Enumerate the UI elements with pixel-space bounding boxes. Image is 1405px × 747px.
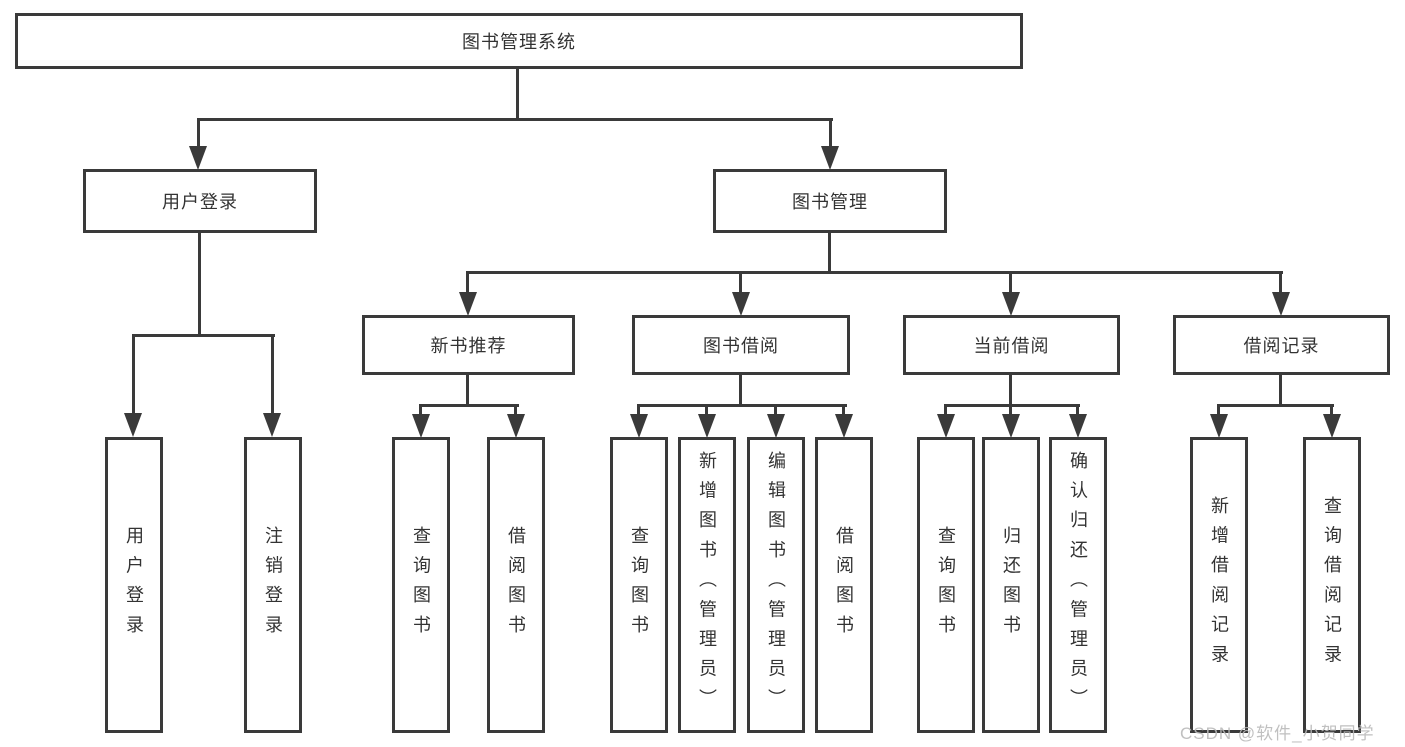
arrowhead-down-icon bbox=[189, 146, 207, 170]
connector-line bbox=[1217, 404, 1334, 407]
arrowhead-down-icon bbox=[821, 146, 839, 170]
node-book-borrowing: 图书借阅 bbox=[632, 315, 850, 375]
connector-line bbox=[1279, 273, 1282, 293]
node-label: 注销登录 bbox=[263, 525, 283, 645]
node-label: 用户登录 bbox=[124, 525, 144, 645]
node-library-system: 图书管理系统 bbox=[15, 13, 1023, 69]
arrowhead-down-icon bbox=[1210, 414, 1228, 438]
connector-line bbox=[1009, 375, 1012, 406]
connector-line bbox=[419, 404, 519, 407]
connector-line bbox=[1009, 406, 1012, 415]
node-label: 查询图书 bbox=[936, 525, 956, 645]
connector-line bbox=[842, 406, 845, 415]
connector-line bbox=[516, 69, 519, 120]
connector-line bbox=[1217, 406, 1220, 415]
connector-line bbox=[705, 406, 708, 415]
arrowhead-down-icon bbox=[1323, 414, 1341, 438]
leaf-add-borrow-record: 新增借阅记录 bbox=[1190, 437, 1248, 733]
node-label: 图书管理 bbox=[792, 192, 868, 212]
arrowhead-down-icon bbox=[767, 414, 785, 438]
node-new-book-recommend: 新书推荐 bbox=[362, 315, 575, 375]
connector-line bbox=[132, 336, 135, 414]
leaf-logout: 注销登录 bbox=[244, 437, 302, 733]
node-label: 借阅记录 bbox=[1243, 336, 1320, 356]
connector-line bbox=[1279, 375, 1282, 406]
node-label: 新增借阅记录 bbox=[1209, 495, 1229, 675]
connector-line bbox=[774, 406, 777, 415]
connector-line bbox=[637, 406, 640, 415]
connector-line bbox=[466, 273, 469, 293]
connector-line bbox=[198, 233, 201, 336]
leaf-search-books: 查询图书 bbox=[392, 437, 450, 733]
node-label: 借阅图书 bbox=[834, 525, 854, 645]
node-book-management: 图书管理 bbox=[713, 169, 947, 233]
connector-line bbox=[829, 120, 832, 147]
leaf-add-books-admin: 新增图书（管理员） bbox=[678, 437, 736, 733]
node-label: 查询图书 bbox=[629, 525, 649, 645]
connector-line bbox=[466, 271, 1283, 274]
node-label: 查询图书 bbox=[411, 525, 431, 645]
arrowhead-down-icon bbox=[937, 414, 955, 438]
arrowhead-down-icon bbox=[732, 292, 750, 316]
node-label: 新增图书（管理员） bbox=[697, 451, 717, 719]
arrowhead-down-icon bbox=[507, 414, 525, 438]
leaf-edit-books-admin: 编辑图书（管理员） bbox=[747, 437, 805, 733]
connector-line bbox=[739, 375, 742, 406]
connector-line bbox=[419, 406, 422, 415]
connector-line bbox=[944, 404, 1080, 407]
node-borrow-records: 借阅记录 bbox=[1173, 315, 1390, 375]
node-label: 图书管理系统 bbox=[462, 32, 576, 52]
node-label: 归还图书 bbox=[1001, 525, 1021, 645]
arrowhead-down-icon bbox=[835, 414, 853, 438]
leaf-borrow-books: 借阅图书 bbox=[815, 437, 873, 733]
arrowhead-down-icon bbox=[1069, 414, 1087, 438]
node-label: 确认归还（管理员） bbox=[1068, 451, 1088, 719]
node-label: 查询借阅记录 bbox=[1322, 495, 1342, 675]
node-label: 当前借阅 bbox=[973, 336, 1050, 356]
connector-line bbox=[271, 336, 274, 414]
leaf-search-books: 查询图书 bbox=[917, 437, 975, 733]
connector-line bbox=[1076, 406, 1079, 415]
arrowhead-down-icon bbox=[1002, 292, 1020, 316]
connector-line bbox=[1009, 273, 1012, 293]
arrowhead-down-icon bbox=[263, 413, 281, 437]
connector-line bbox=[197, 118, 833, 121]
arrowhead-down-icon bbox=[412, 414, 430, 438]
arrowhead-down-icon bbox=[630, 414, 648, 438]
node-label: 用户登录 bbox=[162, 192, 238, 212]
connector-line bbox=[828, 233, 831, 273]
leaf-search-books: 查询图书 bbox=[610, 437, 668, 733]
csdn-watermark: CSDN @软件_小贺同学 bbox=[1180, 724, 1375, 743]
connector-line bbox=[944, 406, 947, 415]
connector-line bbox=[1330, 406, 1333, 415]
node-label: 编辑图书（管理员） bbox=[766, 451, 786, 719]
leaf-user-login: 用户登录 bbox=[105, 437, 163, 733]
node-current-borrowing: 当前借阅 bbox=[903, 315, 1120, 375]
connector-line bbox=[132, 334, 275, 337]
connector-line bbox=[637, 404, 847, 407]
node-label: 新书推荐 bbox=[430, 336, 507, 356]
connector-line bbox=[197, 120, 200, 147]
connector-line bbox=[466, 375, 469, 406]
leaf-borrow-books: 借阅图书 bbox=[487, 437, 545, 733]
leaf-return-books: 归还图书 bbox=[982, 437, 1040, 733]
arrowhead-down-icon bbox=[698, 414, 716, 438]
node-label: 借阅图书 bbox=[506, 525, 526, 645]
leaf-search-borrow-record: 查询借阅记录 bbox=[1303, 437, 1361, 733]
node-label: 图书借阅 bbox=[703, 336, 779, 356]
arrowhead-down-icon bbox=[1002, 414, 1020, 438]
connector-line bbox=[739, 273, 742, 293]
arrowhead-down-icon bbox=[124, 413, 142, 437]
leaf-confirm-return-admin: 确认归还（管理员） bbox=[1049, 437, 1107, 733]
connector-line bbox=[514, 406, 517, 415]
arrowhead-down-icon bbox=[459, 292, 477, 316]
arrowhead-down-icon bbox=[1272, 292, 1290, 316]
node-user-login: 用户登录 bbox=[83, 169, 317, 233]
